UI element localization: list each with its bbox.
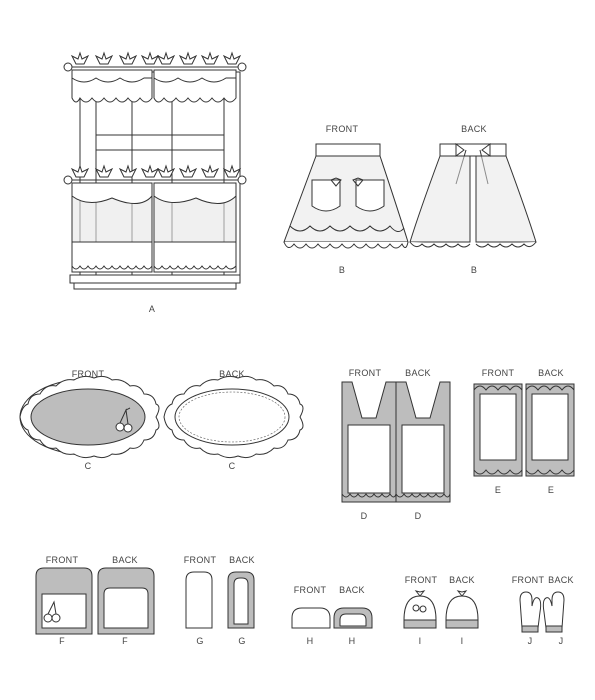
label-i-front: FRONT [404, 575, 438, 585]
view-i-back [445, 590, 479, 629]
view-f-front [35, 567, 93, 635]
view-h-front [291, 607, 331, 629]
label-f-letter-front: F [59, 636, 65, 646]
view-d-front [341, 381, 397, 503]
label-g-back: BACK [229, 555, 255, 565]
label-j-letter-back: J [558, 636, 564, 646]
label-c-letter-front: C [84, 461, 92, 471]
label-g-letter-front: G [196, 636, 204, 646]
label-j-back: BACK [548, 575, 574, 585]
label-d-front: FRONT [348, 368, 382, 378]
label-d-letter-front: D [360, 511, 368, 521]
label-e-letter-front: E [494, 485, 502, 495]
label-f-letter-back: F [122, 636, 128, 646]
label-h-front: FRONT [293, 585, 327, 595]
label-i-letter-front: I [418, 636, 422, 646]
view-f-back [97, 567, 155, 635]
label-d-letter-back: D [414, 511, 422, 521]
label-g-letter-back: G [238, 636, 246, 646]
label-h-back: BACK [339, 585, 365, 595]
view-d-back [395, 381, 451, 503]
label-b-letter-front: B [338, 265, 346, 275]
label-h-letter-front: H [306, 636, 314, 646]
label-c-letter-back: C [228, 461, 236, 471]
label-e-letter-back: E [547, 485, 555, 495]
label-h-letter-back: H [348, 636, 356, 646]
view-i-front [403, 590, 437, 629]
view-e-front [473, 383, 523, 477]
view-b-apron-back [409, 143, 537, 248]
view-e-back [525, 383, 575, 477]
label-f-front: FRONT [45, 555, 79, 565]
label-c-front: FRONT [71, 369, 105, 379]
label-b-back: BACK [461, 124, 487, 134]
label-a-letter: A [148, 304, 156, 314]
label-e-front: FRONT [481, 368, 515, 378]
label-g-front: FRONT [183, 555, 217, 565]
view-g-back [227, 571, 255, 629]
label-i-back: BACK [449, 575, 475, 585]
view-b-apron-front [283, 143, 409, 249]
view-a-curtains [63, 51, 247, 290]
label-c-back: BACK [219, 369, 245, 379]
view-h-back [333, 607, 373, 629]
label-b-letter-back: B [470, 265, 478, 275]
view-j-front [519, 591, 542, 633]
label-b-front: FRONT [325, 124, 359, 134]
view-j-back [542, 591, 565, 633]
view-c-placemat-front [19, 375, 160, 459]
view-g-front [185, 571, 213, 629]
label-j-letter-front: J [527, 636, 533, 646]
label-d-back: BACK [405, 368, 431, 378]
label-i-letter-back: I [460, 636, 464, 646]
view-c-placemat-back [163, 375, 304, 459]
label-f-back: BACK [112, 555, 138, 565]
label-e-back: BACK [538, 368, 564, 378]
label-j-front: FRONT [511, 575, 545, 585]
